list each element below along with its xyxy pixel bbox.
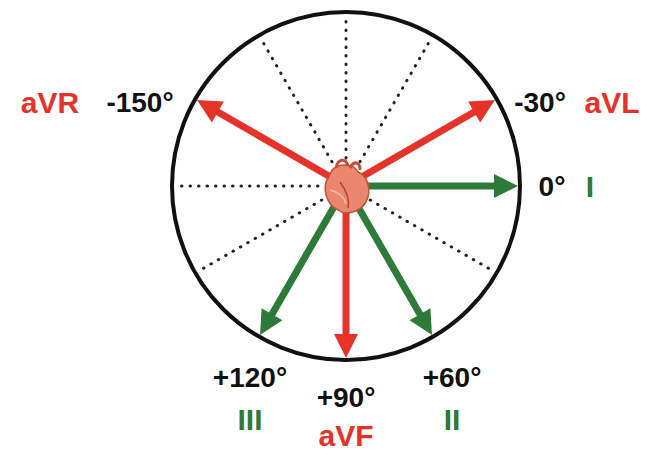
angle-label: +120° xyxy=(213,364,287,392)
dotted-axis xyxy=(176,185,318,188)
arrow-head xyxy=(494,174,518,198)
arrow-head xyxy=(197,100,224,122)
arrow-head xyxy=(334,334,358,358)
angle-label: -150° xyxy=(106,89,173,117)
lead-name: I xyxy=(586,172,594,202)
arrow-head xyxy=(468,100,495,122)
lead-name: III xyxy=(237,405,262,435)
angle-label: 0° xyxy=(539,173,566,201)
arrow-head xyxy=(410,308,432,335)
heart-icon xyxy=(325,160,369,213)
lead-name: II xyxy=(444,405,461,435)
lead-arrow xyxy=(260,186,346,335)
lead-name: aVL xyxy=(584,88,639,118)
lead-arrow xyxy=(346,174,518,198)
arrow-shaft xyxy=(346,110,478,186)
lead-arrows xyxy=(197,100,518,358)
dotted-axis xyxy=(345,16,348,158)
lead-arrow xyxy=(197,100,346,186)
reference-circle xyxy=(172,12,520,360)
angle-label: -30° xyxy=(514,89,566,117)
lead-arrow xyxy=(346,100,495,186)
arrow-head xyxy=(260,308,282,335)
angle-label: +60° xyxy=(423,364,482,392)
lead-name: aVF xyxy=(318,421,373,451)
angle-label: +90° xyxy=(317,384,376,412)
arrow-shaft xyxy=(214,110,346,186)
lead-name: aVR xyxy=(21,88,79,118)
dotted-axes xyxy=(176,16,493,271)
